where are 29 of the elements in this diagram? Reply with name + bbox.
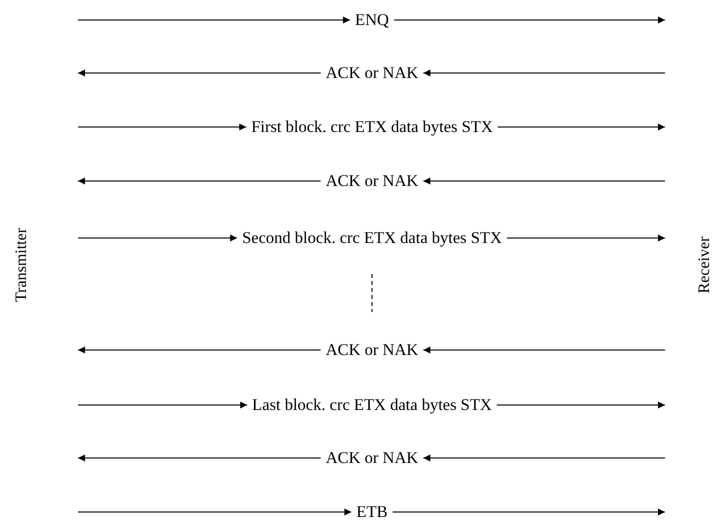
arrow <box>78 178 322 184</box>
message-label: ACK or NAK <box>320 340 424 360</box>
message-label: ACK or NAK <box>320 448 424 468</box>
message-label: Last block. crc ETX data bytes STX <box>247 395 497 415</box>
arrow <box>496 402 666 408</box>
arrow <box>78 454 322 462</box>
arrow <box>78 402 248 408</box>
arrow <box>497 124 666 130</box>
endpoint-label: Receiver <box>696 236 714 294</box>
arrow <box>78 346 322 354</box>
message-label: Second block. crc ETX data bytes STX <box>237 228 507 248</box>
message-label: ACK or NAK <box>320 63 424 83</box>
message-label: ENQ <box>350 10 394 30</box>
message-label: ACK or NAK <box>320 171 424 191</box>
message-label: ETB <box>351 502 393 522</box>
arrow <box>422 454 666 462</box>
arrow <box>422 346 666 354</box>
arrow <box>392 508 666 516</box>
arrow <box>78 16 351 24</box>
arrow <box>506 234 666 242</box>
arrow <box>78 234 238 242</box>
endpoint-label: Transmitter <box>13 228 31 302</box>
arrow <box>422 70 666 76</box>
arrow <box>393 16 666 24</box>
arrow <box>78 124 247 130</box>
message-label: First block. crc ETX data bytes STX <box>246 117 498 137</box>
arrow <box>78 508 352 516</box>
arrow <box>78 70 322 76</box>
arrow <box>422 178 666 184</box>
